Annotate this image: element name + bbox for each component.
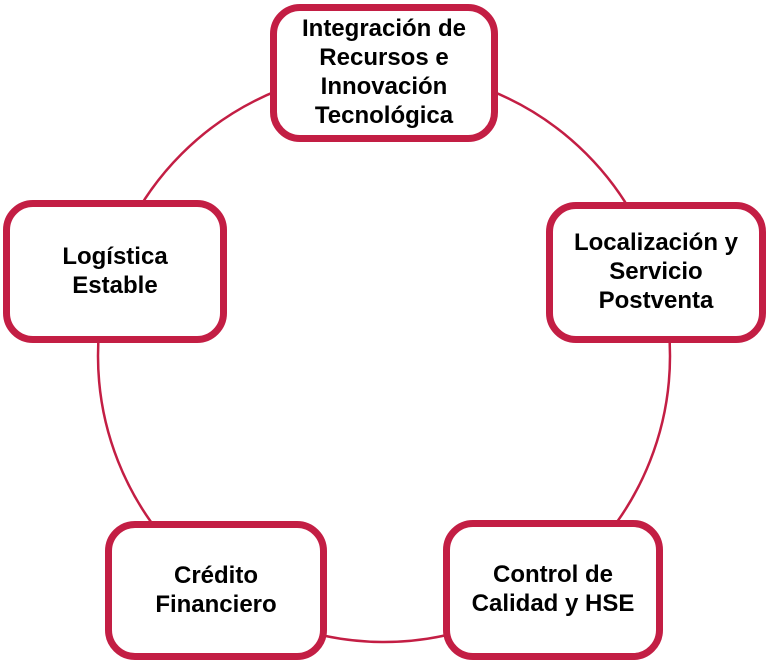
node-label: Integración de Recursos e Innovación Tec… bbox=[301, 15, 467, 129]
node-label: Crédito Financiero bbox=[155, 561, 277, 618]
node-label: Control de Calidad y HSE bbox=[471, 561, 635, 617]
node-localizacion-servicio: Localización y Servicio Postventa bbox=[546, 202, 766, 343]
node-label: Logística Estable bbox=[62, 242, 168, 299]
node-control-calidad-hse: Control de Calidad y HSE bbox=[443, 520, 663, 660]
node-integracion-recursos: Integración de Recursos e Innovación Tec… bbox=[270, 4, 498, 142]
node-logistica-estable: Logística Estable bbox=[3, 200, 227, 343]
node-label: Localización y Servicio Postventa bbox=[573, 229, 739, 314]
node-credito-financiero: Crédito Financiero bbox=[105, 521, 327, 660]
